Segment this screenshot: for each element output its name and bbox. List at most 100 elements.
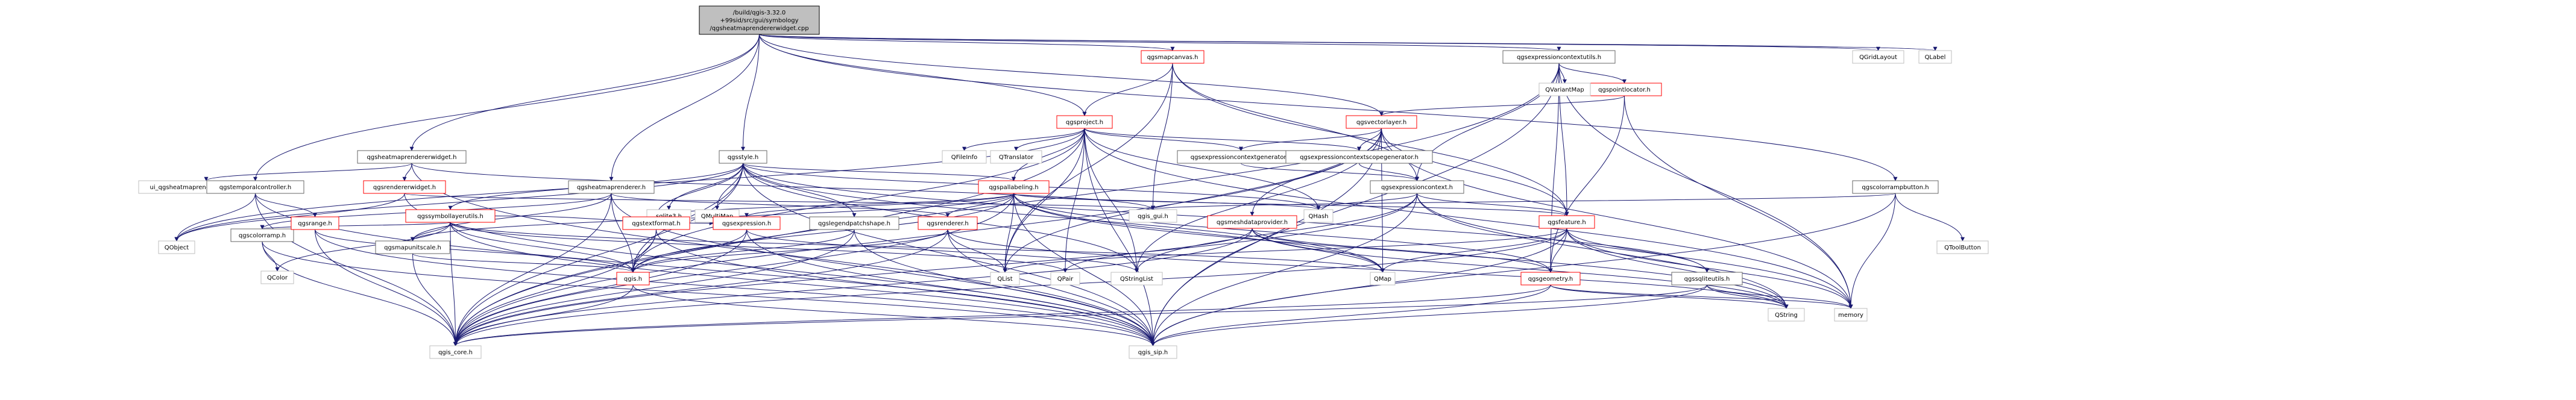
graph-node-qgsmapcanvas-h[interactable]: qgsmapcanvas.h [1141,50,1205,64]
edge-root-to-qgsproject-h [759,34,1087,116]
node-label: qgsheatmaprenderer.h [577,184,646,191]
node-box [1285,150,1433,164]
edge-qgspallabeling-h-to-qgis-core-h [453,193,1014,346]
graph-node-qgstemporalcontroller-h[interactable]: qgstemporalcontroller.h [206,180,304,194]
node-box [616,272,650,286]
graph-node-qgstextformat-h[interactable]: qgstextformat.h [622,216,690,230]
graph-node-qgsheatmaprendererwidget-h[interactable]: qgsheatmaprendererwidget.h [357,150,467,164]
node-label: /build/qgis-3.32.0 [733,10,786,16]
node-box [1346,115,1417,129]
node-label: QPair [1057,276,1074,283]
graph-node-qgsstyle-h[interactable]: qgsstyle.h [719,150,767,164]
graph-edge [1848,193,1896,309]
graph-node-qgssqliteutils-h[interactable]: qgssqliteutils.h [1671,272,1743,286]
edge-qgsmapunitscale-h-to-qgis-h [412,253,635,273]
graph-edge [743,163,1155,346]
graph-edge [745,193,1014,217]
node-box [1852,50,1904,64]
node-box [990,150,1042,164]
graph-node-qgsrendererwidget-h[interactable]: qgsrendererwidget.h [363,180,446,194]
graph-node-qlist: QList [990,272,1020,286]
edge-qgsexpressioncontextgenerator-h-to-qgsexpressioncontext-h [1241,163,1419,181]
graph-edge [759,34,1175,51]
graph-edge [1013,193,1553,273]
graph-edge [453,128,1085,346]
graph-node-qgsexpressioncontextgenerator-h[interactable]: qgsexpressioncontextgenerator.h [1177,150,1305,164]
graph-node-qgspallabeling-h[interactable]: qgspallabeling.h [978,180,1050,194]
graph-edge [759,34,1937,51]
edge-qgsfeature-h-to-qgsgeometry-h [1548,228,1567,273]
edge-qgsheatmaprenderer-h-to-qgis-h [611,193,635,273]
node-label: qgsexpressioncontextgenerator.h [1191,154,1292,161]
edge-root-to-qgsstyle-h [741,34,760,151]
edge-qgsexpressioncontext-h-to-qhash [1316,193,1417,210]
edge-qgsvectorlayer-h-to-qgsmeshdataprovider-h [1250,128,1382,216]
graph-node-qgssymbollayerutils-h[interactable]: qgssymbollayerutils.h [405,209,496,223]
graph-edge [1151,193,1896,210]
node-label: qgsmapunitscale.h [384,245,441,251]
graph-edge [1250,128,1382,216]
graph-edge [759,34,1384,116]
edge-qgstextformat-h-to-qgis-core-h [453,229,657,346]
graph-node-qgsheatmaprenderer-h[interactable]: qgsheatmaprenderer.h [568,180,655,194]
edge-qgsexpressioncontextutils-h-to-qgsgeometry-h [1548,63,1560,273]
graph-edge [255,193,317,217]
graph-edge [1707,284,1853,309]
edge-qgsstyle-h-to-qgslegendpatchshape-h [743,163,857,217]
edge-qgsgeometry-h-to-qgis-sip-h [1151,284,1551,346]
node-box [990,272,1020,286]
graph-edge [945,193,1014,217]
node-box [1538,215,1595,229]
edge-qgssqliteutils-h-to-qstring [1707,284,1789,309]
graph-node-qgsexpressioncontextutils-h[interactable]: qgsexpressioncontextutils.h [1502,50,1616,64]
edge-qgsrenderer-h-to-qgis-h [631,229,948,273]
graph-edge [1566,228,1853,309]
graph-node-qgsfeature-h[interactable]: qgsfeature.h [1538,215,1595,229]
node-label: /qgsheatmaprendererwidget.cpp [710,25,808,32]
graph-node-qgscolorrampbutton-h[interactable]: qgscolorrampbutton.h [1852,180,1939,194]
edge-qgsproject-h-to-qgis-h [631,128,1085,273]
edge-qgsproject-h-to-qgis-core-h [453,128,1085,346]
graph-node-qmap: QMap [1370,272,1396,286]
edge-qgsfeature-h-to-qgis-sip-h [1151,228,1567,346]
graph-edge [453,228,1567,346]
graph-edge [453,229,948,346]
graph-node-qgscolorramp-h[interactable]: qgscolorramp.h [230,228,294,242]
edge-qgssymbollayerutils-h-to-qcolor [275,222,451,272]
edge-qgstemporalcontroller-h-to-qgis-core-h [255,193,458,346]
node-label: QMap [1374,276,1391,283]
node-label: qgspointlocator.h [1598,87,1651,93]
graph-edge [453,128,1382,346]
graph-edge [1359,163,1419,181]
graph-node-qgsrange-h[interactable]: qgsrange.h [291,216,339,230]
edge-qgsexpression-h-to-qgis-sip-h [746,229,1155,346]
graph-node-qgsmapunitscale-h[interactable]: qgsmapunitscale.h [375,240,450,254]
graph-node-qgsvectorlayer-h[interactable]: qgsvectorlayer.h [1346,115,1417,129]
edge-qgsmeshdataprovider-h-to-qstring [1252,228,1789,309]
node-box [1129,345,1177,359]
edge-qgsfeature-h-to-qgis-core-h [453,228,1567,346]
node-box [1852,180,1939,194]
graph-node-qgsexpression-h[interactable]: qgsexpression.h [713,216,781,230]
graph-node-root[interactable]: /build/qgis-3.32.0+99sid/src/gui/symbolo… [699,5,820,35]
graph-node-qgsmeshdataprovider-h[interactable]: qgsmeshdataprovider.h [1207,215,1297,229]
graph-node-qtoolbutton: QToolButton [1936,240,1989,254]
edge-root-to-qgsmapcanvas-h [759,34,1175,51]
graph-node-qgsrenderer-h[interactable]: qgsrenderer.h [918,216,978,230]
graph-node-qgsproject-h[interactable]: qgsproject.h [1056,115,1113,129]
edge-qgsexpressioncontext-h-to-qstring [1417,193,1789,309]
graph-edge [1252,228,1553,273]
graph-node-qgsexpressioncontext-h[interactable]: qgsexpressioncontext.h [1370,180,1464,194]
graph-node-qgspointlocator-h[interactable]: qgspointlocator.h [1587,83,1662,96]
graph-edge [450,222,635,273]
edge-qgspallabeling-h-to-qgsrenderer-h [945,193,1014,217]
graph-edge [315,229,1155,346]
graph-node-qgslegendpatchshape-h[interactable]: qgslegendpatchshape.h [809,216,899,230]
graph-node-qgsexpressioncontextscopegenerator-h[interactable]: qgsexpressioncontextscopegenerator.h [1285,150,1433,164]
graph-node-qgsgeometry-h[interactable]: qgsgeometry.h [1520,272,1581,286]
edge-qgsproject-h-to-qfileinfo [962,128,1085,151]
edge-qgsproject-h-to-qpair [1063,128,1085,273]
graph-node-qgis-h[interactable]: qgis.h [616,272,650,286]
graph-node-qfileinfo: QFileInfo [942,150,987,164]
